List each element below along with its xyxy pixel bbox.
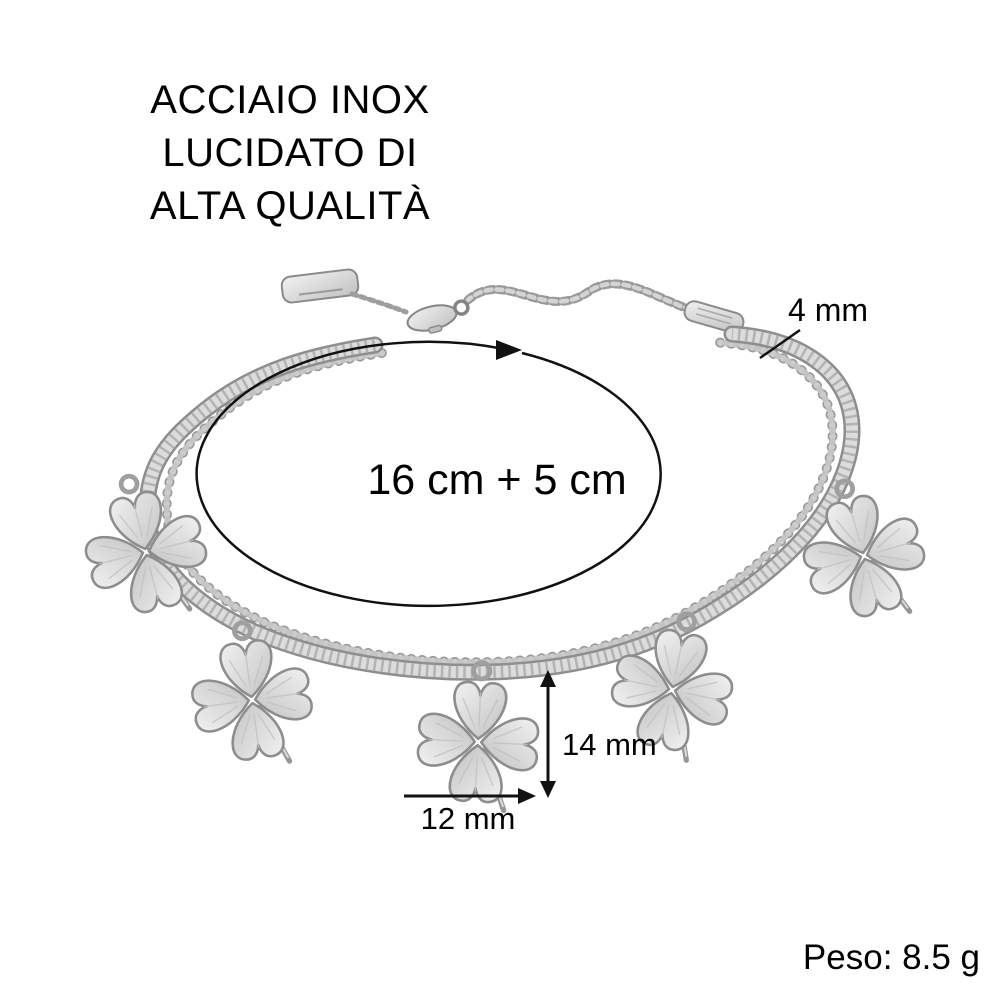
charm-height-arrow <box>540 670 556 798</box>
length-arrow <box>195 340 662 608</box>
tag-link-chain <box>349 291 409 315</box>
material-line-3: ALTA QUALITÀ <box>149 184 431 228</box>
charm-width-label: 12 mm <box>420 801 516 836</box>
extension-chain <box>468 284 700 312</box>
chain-thickness-label: 4 mm <box>788 292 868 328</box>
clover-charm-3 <box>415 660 542 812</box>
length-label: 16 cm + 5 cm <box>367 456 627 504</box>
chain-thickness-pointer <box>759 328 801 360</box>
lobster-clasp <box>406 299 470 334</box>
weight-label: Peso: 8.5 g <box>802 938 980 977</box>
clover-charm-5 <box>786 465 938 635</box>
material-label: ACCIAIO INOX LUCIDATO DI ALTA QUALITÀ <box>95 74 485 233</box>
chain-end-connector <box>683 300 745 334</box>
material-line-2: LUCIDATO DI <box>162 131 418 175</box>
material-line-1: ACCIAIO INOX <box>150 78 430 122</box>
brand-tag <box>280 268 360 304</box>
charm-width-arrow <box>404 788 536 804</box>
charm-height-label: 14 mm <box>562 727 657 762</box>
